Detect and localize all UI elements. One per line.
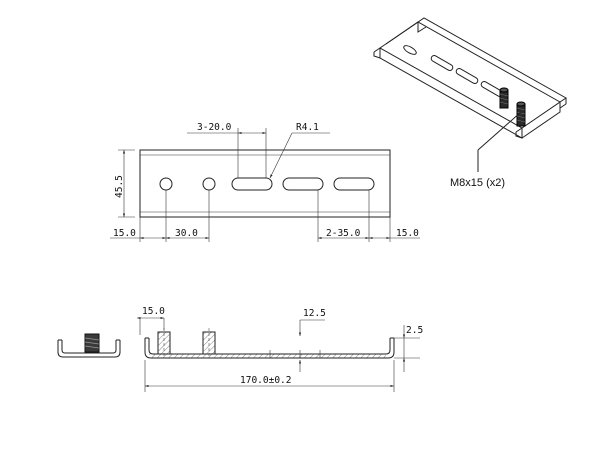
end-view-bracket-inner (61, 340, 117, 354)
hole-1 (159, 177, 173, 191)
side-height-label: 12.5 (303, 308, 326, 319)
slot-width-label: 3-20.0 (197, 122, 232, 133)
hole-2 (202, 177, 216, 191)
iso-stud-1 (499, 87, 509, 109)
side-profile-inner (148, 338, 391, 355)
callout-leader (477, 111, 522, 151)
end-view-bracket-outer (57, 340, 121, 358)
rail-plate-outline (139, 149, 391, 218)
slot-3 (333, 177, 375, 191)
iso-rail-floor (379, 21, 561, 129)
side-length-label: 170.0±0.2 (240, 375, 291, 386)
slot-1 (231, 177, 273, 191)
side-offset-label: 15.0 (142, 306, 165, 317)
right-margin-label: 15.0 (396, 228, 419, 239)
radius-leader (269, 132, 293, 179)
height-dimension-label: 45.5 (114, 175, 125, 198)
end-view (57, 333, 121, 358)
isometric-view: M8x15 (x2) (373, 17, 567, 189)
iso-rail-end-wall (521, 102, 561, 139)
iso-rail-back-flange (385, 17, 567, 103)
stud-callout-label: M8x15 (x2) (450, 177, 505, 189)
top-view: 45.5 3-20.0 R4.1 15.0 30.0 2-35.0 15.0 (110, 122, 420, 242)
iso-rail-front-wall (379, 48, 523, 139)
side-thickness-label: 2.5 (406, 325, 423, 336)
iso-slot-1 (430, 55, 454, 71)
slot-pitch-label: 2-35.0 (326, 228, 361, 239)
side-view: 15.0 12.5 2.5 170.0±0.2 (137, 306, 423, 392)
left-margin-label: 15.0 (113, 228, 136, 239)
iso-slot-2 (455, 68, 479, 84)
slot-2 (282, 177, 324, 191)
iso-hole-1 (403, 45, 417, 55)
end-view-stud (84, 333, 100, 353)
radius-label: R4.1 (296, 122, 319, 133)
hole-pitch-label: 30.0 (175, 228, 198, 239)
side-base-hatch (149, 354, 386, 358)
